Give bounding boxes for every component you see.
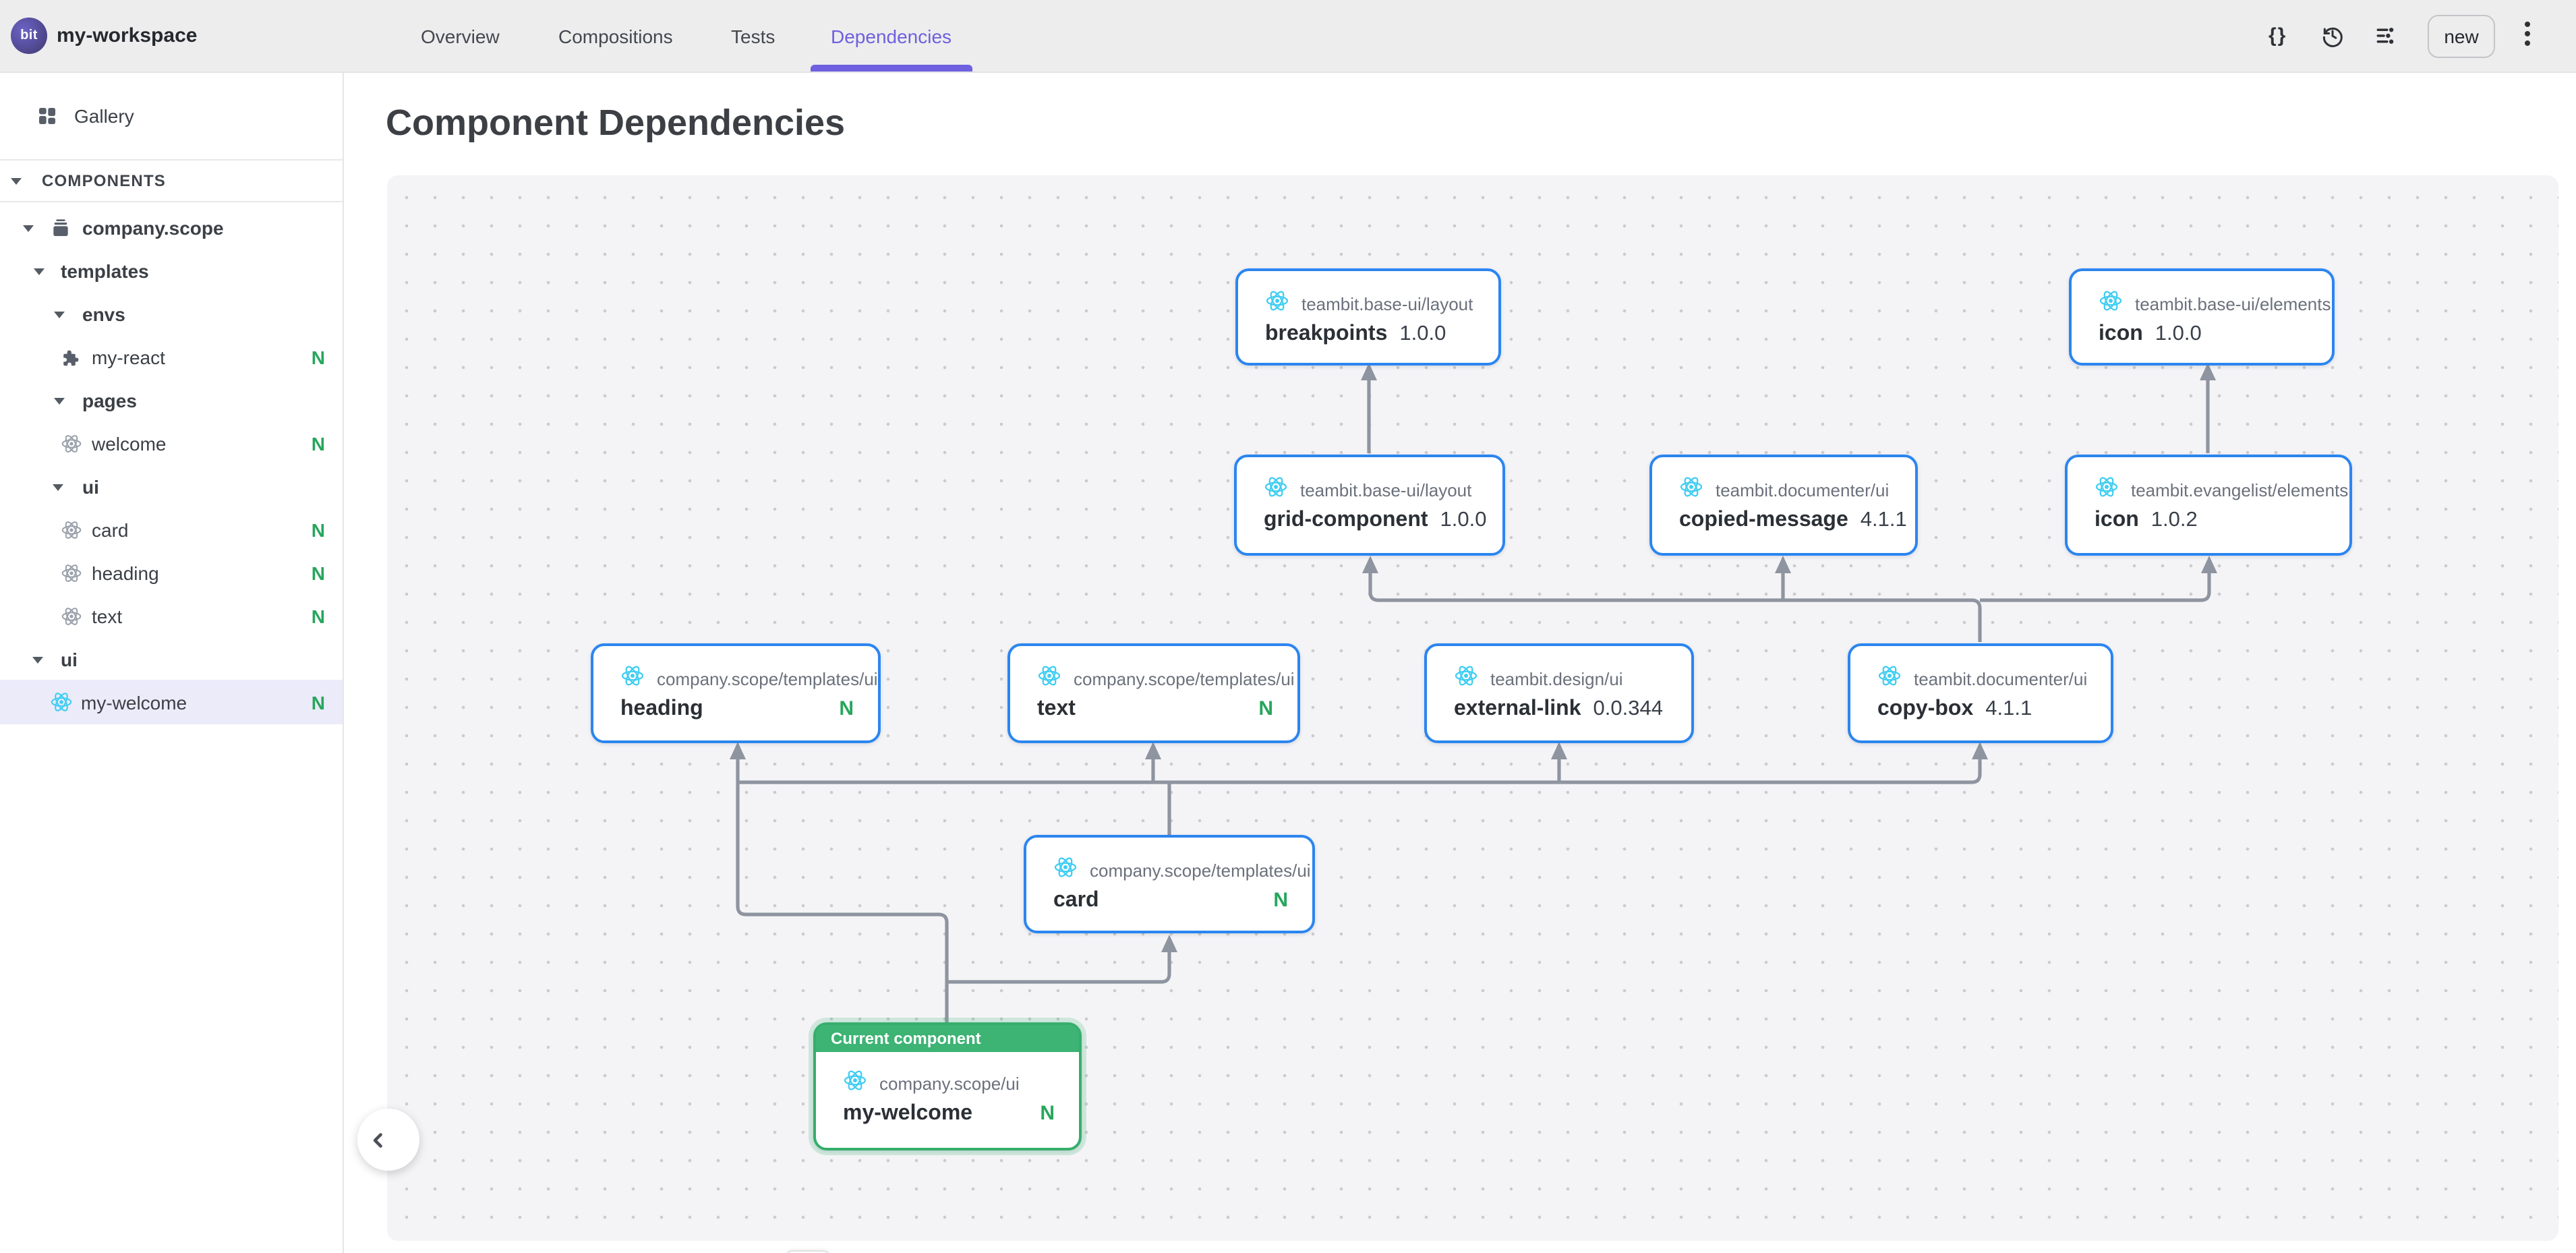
- graph-node-grid-component[interactable]: teambit.base-ui/layout grid-component 1.…: [1234, 455, 1505, 556]
- react-icon: [50, 691, 73, 718]
- tree-item-heading[interactable]: heading N: [0, 552, 343, 595]
- react-icon: [1454, 664, 1478, 695]
- new-badge: N: [311, 691, 325, 713]
- tree-item-envs[interactable]: envs: [0, 293, 343, 336]
- react-icon: [2095, 475, 2119, 506]
- chevron-left-icon: [367, 1128, 390, 1151]
- new-badge: N: [311, 606, 325, 627]
- tab-overview[interactable]: Overview: [421, 25, 500, 47]
- chevron-down-icon[interactable]: [54, 397, 65, 404]
- chevron-down-icon[interactable]: [23, 225, 34, 231]
- react-icon: [61, 519, 82, 545]
- kebab-menu-icon[interactable]: [2519, 22, 2536, 46]
- new-badge: N: [1258, 697, 1273, 720]
- chevron-down-icon[interactable]: [53, 484, 63, 490]
- graph-node-external-link[interactable]: teambit.design/ui external-link 0.0.344: [1424, 643, 1694, 743]
- react-icon: [843, 1068, 867, 1099]
- tree-item-pages[interactable]: pages: [0, 379, 343, 422]
- tree-item-welcome[interactable]: welcome N: [0, 422, 343, 465]
- graph-edges: [730, 363, 2217, 1022]
- workspace-name: my-workspace: [57, 24, 198, 47]
- graph-node-text[interactable]: company.scope/templates/ui text N: [1007, 643, 1300, 743]
- tree-item-card[interactable]: card N: [0, 508, 343, 552]
- new-badge: N: [1273, 889, 1288, 912]
- react-icon: [1877, 664, 1902, 695]
- react-icon: [2099, 289, 2123, 320]
- new-badge: N: [311, 519, 325, 541]
- divider: [0, 159, 343, 161]
- sidebar-item-gallery[interactable]: Gallery: [0, 94, 343, 138]
- chevron-down-icon[interactable]: [32, 656, 43, 663]
- divider: [0, 201, 343, 202]
- env-puzzle-icon: [61, 348, 81, 372]
- graph-node-icon-base[interactable]: teambit.base-ui/elements icon 1.0.0: [2069, 268, 2335, 366]
- chevron-down-icon[interactable]: [54, 311, 65, 318]
- tree-item-my-react[interactable]: my-react N: [0, 336, 343, 379]
- active-tab-underline: [811, 65, 972, 71]
- sidebar: Gallery COMPONENTS company.scope templat…: [0, 71, 344, 1253]
- tree-item-ui-inner[interactable]: ui: [0, 465, 343, 508]
- zoom-controls: + −: [788, 1250, 828, 1253]
- graph-node-card[interactable]: company.scope/templates/ui card N: [1024, 835, 1315, 933]
- react-icon: [620, 664, 645, 695]
- graph-node-copy-box[interactable]: teambit.documenter/ui copy-box 4.1.1: [1848, 643, 2113, 743]
- new-badge: N: [311, 433, 325, 455]
- new-badge: N: [311, 347, 325, 368]
- components-section-header[interactable]: COMPONENTS: [0, 161, 343, 201]
- new-badge: N: [311, 562, 325, 584]
- react-icon: [1679, 475, 1703, 506]
- react-icon: [1037, 664, 1061, 695]
- new-badge: N: [839, 697, 854, 720]
- scope-icon: [50, 217, 71, 243]
- page-title: Component Dependencies: [386, 103, 846, 143]
- tab-compositions[interactable]: Compositions: [558, 25, 673, 47]
- tree-item-my-welcome[interactable]: my-welcome N: [0, 680, 343, 724]
- tree-item-ui-outer[interactable]: ui: [0, 638, 343, 681]
- tree-item-templates[interactable]: templates: [0, 250, 343, 293]
- tree-item-company-scope[interactable]: company.scope: [0, 206, 343, 250]
- react-icon: [61, 433, 82, 459]
- graph-node-copied-message[interactable]: teambit.documenter/ui copied-message 4.1…: [1649, 455, 1918, 556]
- react-icon: [1264, 475, 1288, 506]
- react-icon: [61, 562, 82, 588]
- new-badge: N: [1040, 1102, 1055, 1125]
- tab-dependencies[interactable]: Dependencies: [831, 25, 952, 47]
- tab-tests[interactable]: Tests: [731, 25, 775, 47]
- sidebar-collapse-button[interactable]: [357, 1109, 419, 1171]
- new-lane-button[interactable]: new: [2428, 15, 2495, 58]
- react-icon: [1053, 855, 1078, 886]
- history-icon[interactable]: [2320, 0, 2345, 71]
- react-icon: [1265, 289, 1289, 320]
- bit-logo[interactable]: bit: [11, 18, 47, 54]
- graph-node-my-welcome-current[interactable]: Current component company.scope/ui my-we…: [813, 1022, 1082, 1150]
- graph-node-heading[interactable]: company.scope/templates/ui heading N: [591, 643, 881, 743]
- react-icon: [61, 606, 82, 631]
- code-icon[interactable]: {}: [2268, 24, 2287, 47]
- dependency-graph-canvas[interactable]: teambit.base-ui/layout breakpoints 1.0.0…: [387, 175, 2558, 1253]
- top-bar: bit my-workspace Overview Compositions T…: [0, 0, 2576, 73]
- chevron-down-icon[interactable]: [11, 177, 22, 184]
- graph-node-icon-evangelist[interactable]: teambit.evangelist/elements icon 1.0.2: [2065, 455, 2352, 556]
- gallery-icon: [36, 105, 58, 131]
- graph-node-breakpoints[interactable]: teambit.base-ui/layout breakpoints 1.0.0: [1235, 268, 1501, 366]
- current-component-label: Current component: [816, 1025, 1079, 1052]
- chevron-down-icon[interactable]: [34, 268, 45, 274]
- settings-sliders-icon[interactable]: [2374, 0, 2399, 71]
- tree-item-text[interactable]: text N: [0, 595, 343, 638]
